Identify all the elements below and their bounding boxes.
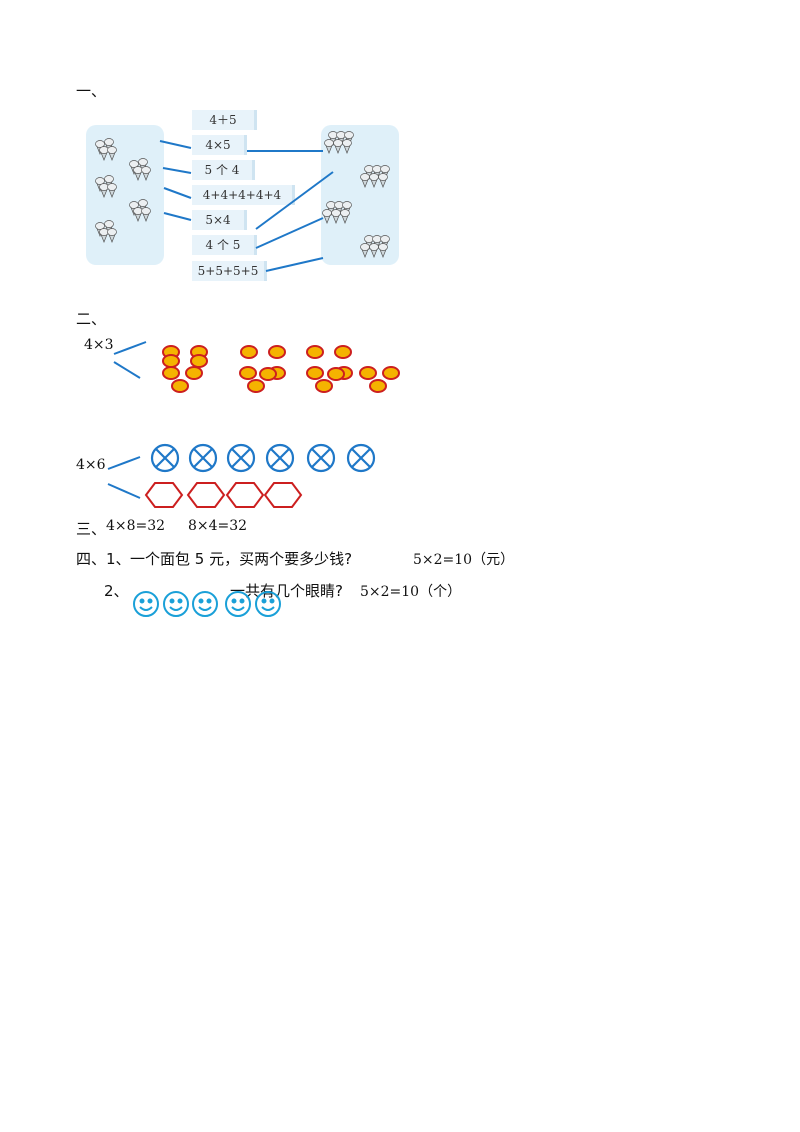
- orange-oval: [359, 366, 377, 380]
- equation-2: 8×4=32: [188, 518, 248, 534]
- circle-hexagon-groups: [107, 443, 376, 508]
- orange-oval: [268, 345, 286, 359]
- orange-oval: [240, 345, 258, 359]
- question-1-text: 一个面包 5 元，买两个要多少钱?: [130, 550, 353, 568]
- smiley-face-icon: [192, 591, 218, 617]
- orange-oval: [334, 345, 352, 359]
- section-3-label: 三、: [76, 520, 107, 538]
- orange-oval: [239, 366, 257, 380]
- match-line: [255, 171, 334, 230]
- question-1-answer: 5×2=10（元）: [413, 552, 515, 568]
- orange-oval: [190, 354, 208, 368]
- question-2-number: 2、: [104, 582, 129, 600]
- expr-box-5: 5×4: [192, 210, 247, 230]
- section-2-label: 二、: [76, 310, 107, 328]
- branch-line: [107, 456, 141, 470]
- orange-oval: [306, 345, 324, 359]
- orange-oval: [185, 366, 203, 380]
- circle-x-icon: [306, 443, 336, 473]
- orange-oval: [327, 367, 345, 381]
- match-line: [255, 217, 324, 249]
- hexagon-icon: [263, 482, 303, 508]
- question-1-number: 1、: [106, 550, 131, 568]
- expr-box-6: 4 个 5: [192, 235, 257, 255]
- match-line: [163, 212, 192, 221]
- match-line: [163, 187, 192, 199]
- orange-oval: [382, 366, 400, 380]
- hexagon-icon: [186, 482, 226, 508]
- match-line: [159, 140, 192, 149]
- orange-oval: [162, 354, 180, 368]
- circle-x-icon: [265, 443, 295, 473]
- orange-oval: [306, 366, 324, 380]
- expr-box-1: 4＋5: [192, 110, 257, 130]
- orange-oval: [171, 379, 189, 393]
- expr-4x6: 4×6: [76, 457, 106, 473]
- branch-line: [113, 341, 147, 355]
- section-4-label: 四、: [76, 550, 107, 568]
- smiley-face-icon: [225, 591, 251, 617]
- expr-box-4: 4+4+4+4+4: [192, 185, 295, 205]
- circle-x-icon: [226, 443, 256, 473]
- question-2-answer: 5×2=10（个）: [360, 584, 462, 600]
- matching-lines: [159, 140, 334, 272]
- expr-box-2: 4×5: [192, 135, 247, 155]
- branch-line: [107, 483, 141, 499]
- orange-oval: [247, 379, 265, 393]
- match-line: [265, 257, 324, 272]
- orange-oval: [369, 379, 387, 393]
- orange-oval: [315, 379, 333, 393]
- orange-oval: [259, 367, 277, 381]
- expr-box-7: 5+5+5+5: [192, 261, 267, 281]
- oval-groups: [113, 341, 400, 393]
- circle-x-icon: [150, 443, 180, 473]
- hexagon-icon: [225, 482, 265, 508]
- section-1-label: 一、: [76, 82, 107, 100]
- branch-line: [113, 361, 141, 379]
- orange-oval: [162, 366, 180, 380]
- smiley-face-icon: [133, 591, 159, 617]
- expr-4x3: 4×3: [84, 337, 114, 353]
- match-line: [162, 167, 192, 174]
- smiley-faces: [133, 591, 281, 617]
- circle-x-icon: [346, 443, 376, 473]
- smiley-face-icon: [255, 591, 281, 617]
- equation-1: 4×8=32: [106, 518, 166, 534]
- circle-x-icon: [188, 443, 218, 473]
- smiley-face-icon: [163, 591, 189, 617]
- expr-box-3: 5 个 4: [192, 160, 255, 180]
- hexagon-icon: [144, 482, 184, 508]
